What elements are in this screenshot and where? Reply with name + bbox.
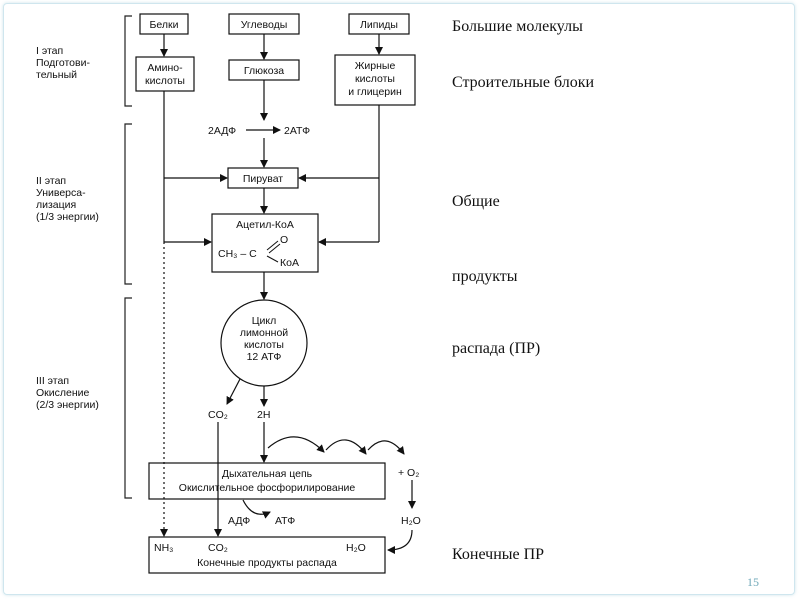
stage-3-label: III этап Окисление (2/3 энергии)	[36, 375, 99, 411]
page-number: 15	[747, 575, 759, 589]
acetyl-oxygen: O	[280, 234, 288, 246]
electron-arc-2	[325, 439, 367, 455]
adp-bottom-label: АДФ	[228, 515, 250, 527]
acetyl-coa-group: КоА	[280, 257, 299, 269]
fatty-acids-box	[334, 54, 416, 106]
atp-bottom-label: АТФ	[275, 515, 295, 527]
atp-top-label: 2АТФ	[284, 125, 310, 137]
label-building-blocks: Строительные блоки	[452, 74, 595, 91]
stage-3-line2: Окисление	[36, 387, 90, 399]
label-decay: распада (ПР)	[452, 340, 541, 357]
ammonia-label: NH₃	[154, 542, 173, 554]
co2-mid-label: CO₂	[208, 409, 228, 421]
pyruvate-label: Пируват	[243, 173, 283, 185]
carbohydrates-label: Углеводы	[241, 19, 288, 31]
electron-arc-1	[267, 436, 325, 453]
adp-top-label: 2АДФ	[208, 125, 236, 137]
glucose-label: Глюкоза	[244, 65, 284, 77]
co2-final-label: CO₂	[208, 542, 228, 554]
stage-2-line4: (1/3 энергии)	[36, 211, 99, 223]
stage-1-line2: Подготови-	[36, 57, 90, 69]
acetyl-coa-title: Ацетил-КоА	[236, 219, 294, 231]
citric-cycle-line3: кислоты	[244, 339, 284, 351]
amino-acids-line1: Амино-	[147, 62, 183, 74]
slide-frame	[3, 3, 795, 595]
stage-2-line2: Универса-	[36, 187, 86, 199]
stage-1-bracket	[124, 15, 132, 107]
water-final-label: H₂O	[346, 542, 366, 554]
fatty-acids-line1: Жирные	[355, 60, 396, 72]
electron-arc-3	[367, 440, 405, 455]
stage-3-bracket	[124, 297, 132, 499]
stage-1-title: I этап	[36, 45, 63, 57]
water-mid-label: H₂O	[401, 515, 421, 527]
stage-2-line3: лизация	[36, 199, 76, 211]
metabolism-diagram: I этап Подготови- тельный II этап Универ…	[28, 10, 432, 580]
citric-cycle-line2: лимонной	[240, 327, 288, 339]
stage-1-line3: тельный	[36, 69, 77, 81]
citric-cycle-line4: 12 АТФ	[247, 351, 282, 363]
proteins-label: Белки	[150, 19, 179, 31]
stage-2-title: II этап	[36, 175, 66, 187]
stage-2-bracket	[124, 123, 132, 285]
label-big-molecules: Большие молекулы	[452, 18, 583, 35]
stage-1-label: I этап Подготови- тельный	[36, 45, 90, 81]
respiratory-chain-line2: Окислительное фосфорилирование	[179, 482, 356, 494]
stage-2-label: II этап Универса- лизация (1/3 энергии)	[36, 175, 99, 223]
final-products-title: Конечные продукты распада	[197, 557, 337, 569]
lipids-label: Липиды	[360, 19, 398, 31]
stage-brackets	[124, 15, 132, 499]
stage-3-title: III этап	[36, 375, 69, 387]
final-products-box	[148, 536, 386, 574]
arrow-adp-atp-bottom	[242, 499, 271, 519]
amino-acids-box	[135, 56, 195, 92]
respiratory-chain-box	[148, 462, 386, 500]
arrow-h2o-final	[387, 529, 413, 554]
label-common: Общие	[452, 193, 500, 210]
fatty-acids-line2: кислоты	[355, 73, 395, 85]
citric-cycle-line1: Цикл	[252, 315, 276, 327]
oxygen-label: + O₂	[398, 467, 419, 479]
acetyl-coa-box	[211, 213, 319, 273]
hydrogen-label: 2H	[257, 409, 270, 421]
fatty-acids-line3: и глицерин	[348, 86, 402, 98]
label-final-products: Конечные ПР	[452, 546, 545, 563]
respiratory-chain-line1: Дыхательная цепь	[222, 468, 313, 480]
stage-3-line3: (2/3 энергии)	[36, 399, 99, 411]
label-products: продукты	[452, 268, 518, 285]
acetyl-formula: CH₃ – C	[218, 248, 257, 260]
acetyl-bonds	[266, 240, 281, 263]
amino-acids-line2: кислоты	[145, 75, 185, 87]
arrow-cycle-co2	[226, 378, 241, 405]
